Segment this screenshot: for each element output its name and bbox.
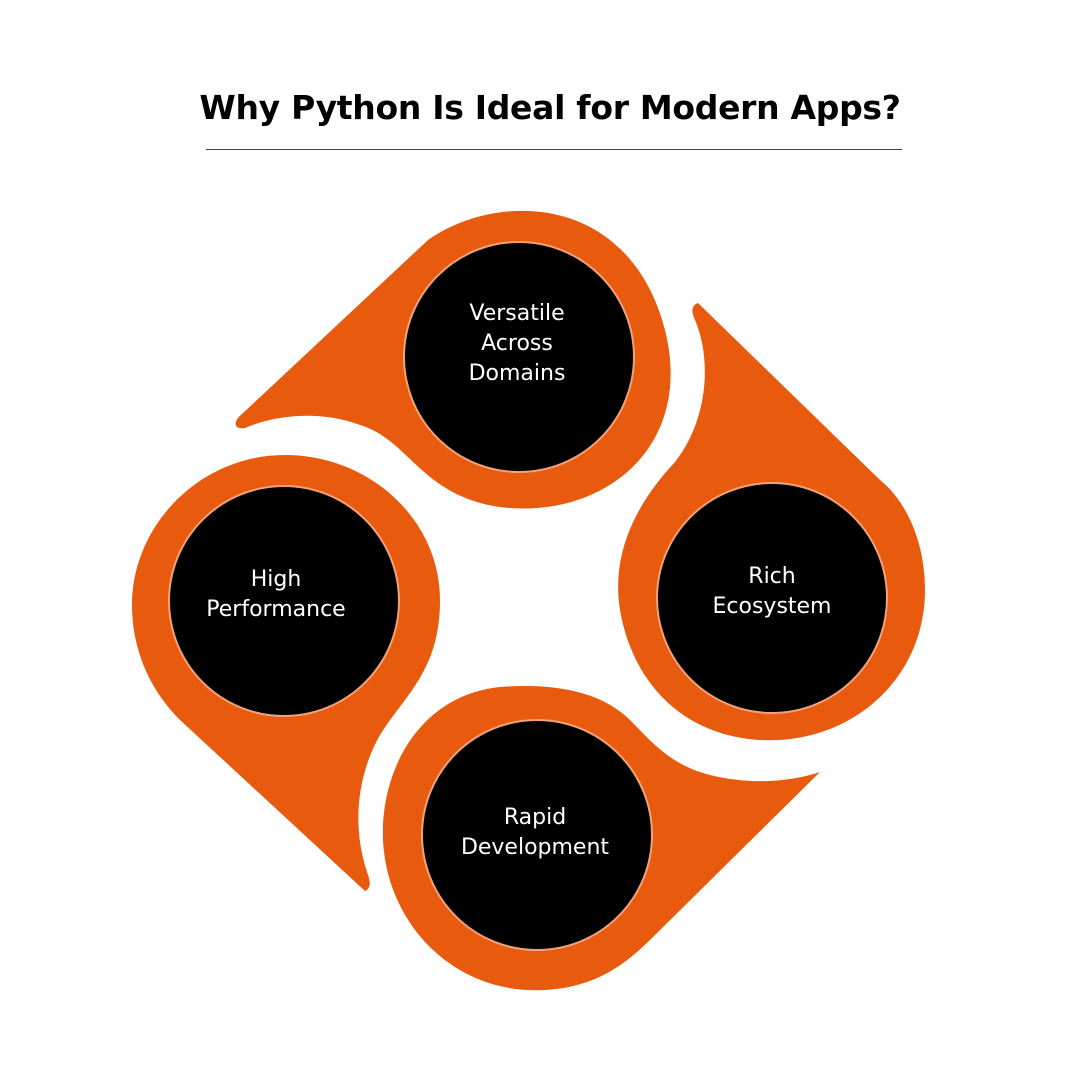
title-divider <box>206 149 902 150</box>
page-title: Why Python Is Ideal for Modern Apps? <box>199 88 901 127</box>
label-performance: High Performance <box>166 565 386 625</box>
label-rapid: Rapid Development <box>425 803 645 863</box>
label-versatile-line-1: Versatile <box>469 301 565 326</box>
label-ecosystem-line-2: Ecosystem <box>712 594 832 619</box>
label-ecosystem: Rich Ecosystem <box>662 562 882 622</box>
circle-rapid <box>421 719 653 951</box>
circle-ecosystem <box>656 482 888 714</box>
label-rapid-line-1: Rapid <box>503 805 567 830</box>
circle-performance <box>168 485 400 717</box>
label-rapid-line-2: Development <box>460 835 610 860</box>
label-ecosystem-line-1: Rich <box>748 564 796 589</box>
label-versatile-line-2: Across <box>481 331 553 356</box>
label-versatile: Versatile Across Domains <box>407 299 627 389</box>
label-versatile-line-3: Domains <box>468 361 566 386</box>
label-performance-line-1: High <box>250 567 302 592</box>
label-performance-line-2: Performance <box>206 597 346 622</box>
circle-versatile <box>403 241 635 473</box>
